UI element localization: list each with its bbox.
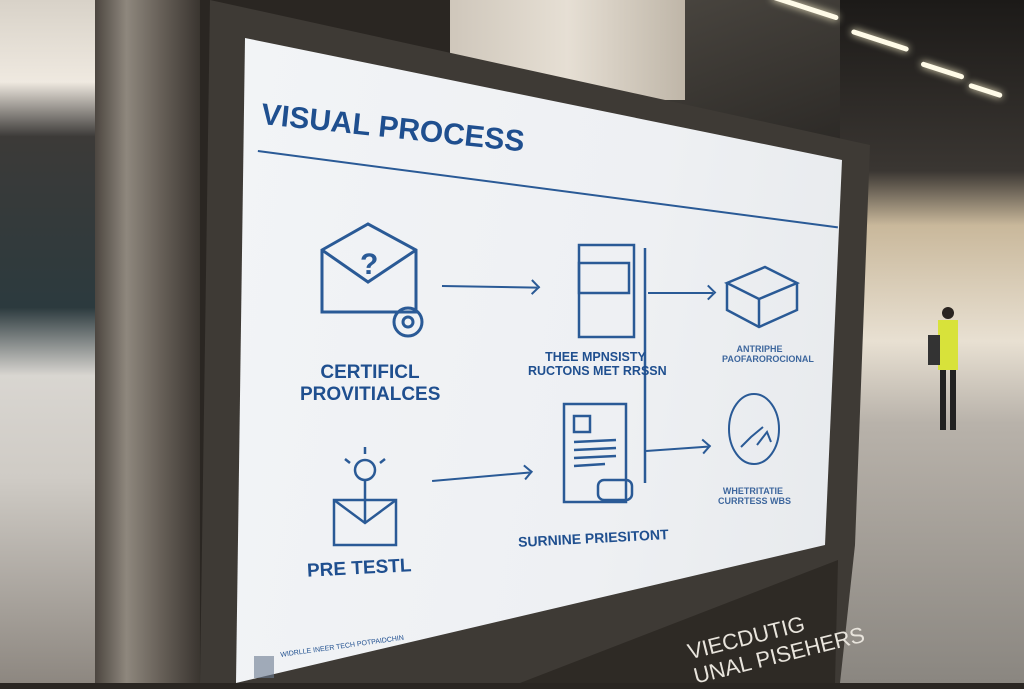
arrow xyxy=(648,292,713,294)
envelope-question-gear-icon: ? xyxy=(320,222,424,338)
document-certificate-icon xyxy=(562,402,634,504)
station-wall-left xyxy=(0,0,110,683)
qr-code-icon xyxy=(254,656,274,678)
metal-pillar xyxy=(95,0,200,683)
svg-text:?: ? xyxy=(360,248,378,281)
person-box-lightbulb-icon xyxy=(332,447,398,547)
document-folder-icon xyxy=(577,243,647,483)
box-icon xyxy=(724,265,800,329)
person-in-safety-vest xyxy=(928,307,958,430)
hands-circle-icon xyxy=(728,393,780,465)
